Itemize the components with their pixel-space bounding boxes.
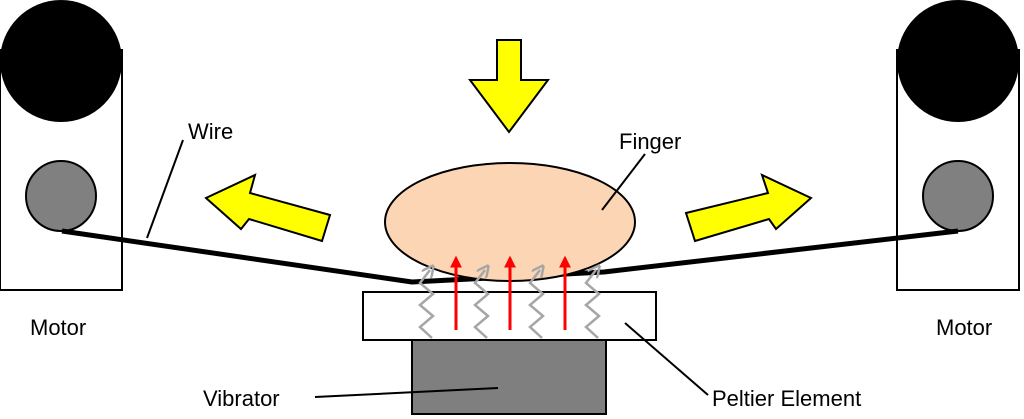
peltier-label: Peltier Element [712, 386, 861, 411]
finger-label: Finger [619, 129, 681, 154]
motor-left-label: Motor [30, 315, 86, 340]
pulley-icon [922, 160, 994, 232]
vibrator-label: Vibrator [203, 386, 280, 411]
wire-leader-line [146, 139, 184, 239]
zigzag-arrow-icon [528, 270, 543, 339]
left-motor [0, 0, 123, 291]
zigzag-arrow-icon [584, 270, 599, 339]
motor-head [897, 0, 1019, 122]
arrow-down-icon [468, 39, 550, 134]
heat-arrows [450, 255, 571, 330]
vibrator-block [411, 337, 607, 415]
pulley-icon [25, 160, 97, 232]
peltier-leader-line [624, 322, 709, 396]
vibrator-leader-line [314, 387, 499, 398]
zigzag-arrow-icon [473, 270, 488, 339]
zigzag-arrow-icon [418, 270, 433, 339]
vibration-arrows [418, 270, 599, 339]
wire-label: Wire [188, 119, 233, 144]
finger-leader-line [601, 153, 646, 211]
leader-lines [146, 139, 709, 398]
motor-right-label: Motor [936, 315, 992, 340]
arrow-left-icon [204, 173, 332, 243]
arrow-right-icon [684, 173, 813, 243]
right-motor [896, 0, 1020, 291]
motor-head [0, 0, 122, 122]
